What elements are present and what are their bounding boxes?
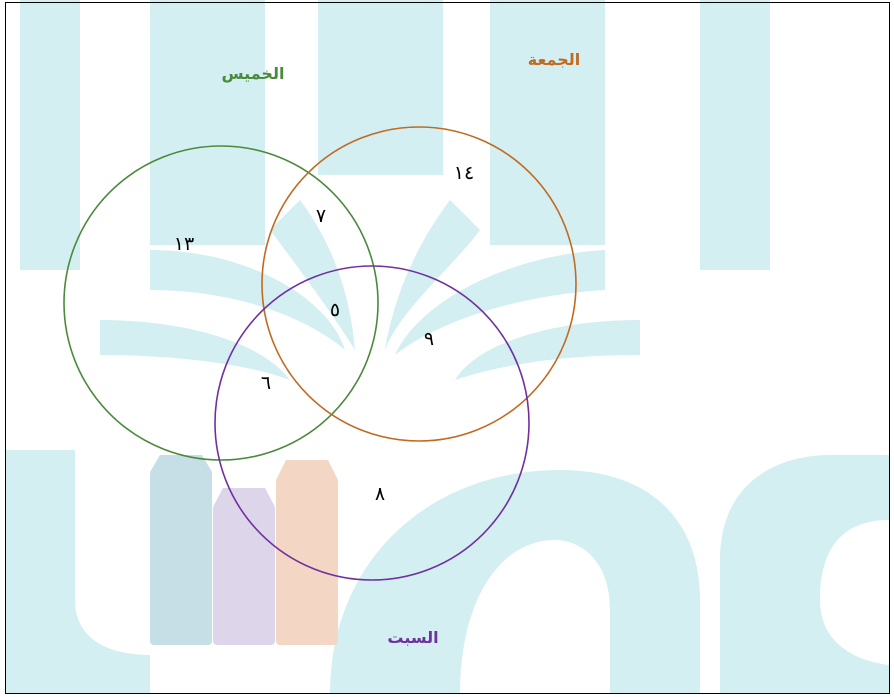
count-thursday-saturday: ٦ xyxy=(261,372,271,394)
watermark-bar xyxy=(20,0,80,270)
count-friday-only: ١٤ xyxy=(454,162,474,184)
watermark-book xyxy=(150,470,212,645)
watermark-swoosh xyxy=(330,470,700,694)
watermark-swoosh xyxy=(720,455,889,694)
watermark-ray xyxy=(100,320,290,380)
watermark-bar xyxy=(700,0,770,270)
circle-friday xyxy=(261,126,577,442)
watermark-ray xyxy=(270,200,355,350)
count-thursday-only: ١٣ xyxy=(174,233,194,255)
watermark-ray xyxy=(150,250,345,350)
watermark-book-top xyxy=(276,460,338,480)
watermark-swoosh xyxy=(5,450,150,694)
circle-saturday xyxy=(214,265,530,581)
watermark-book xyxy=(276,478,338,645)
watermark-book xyxy=(213,505,275,645)
watermark-bar xyxy=(490,0,605,245)
label-saturday: السبت xyxy=(387,628,438,647)
watermark-logo xyxy=(5,0,889,694)
watermark-bar xyxy=(150,0,265,245)
circle-thursday xyxy=(63,145,379,461)
count-friday-saturday: ٩ xyxy=(424,328,434,350)
label-friday: الجمعة xyxy=(528,50,580,69)
watermark-bar xyxy=(318,0,443,175)
watermark-ray xyxy=(455,320,640,380)
count-thursday-friday: ٧ xyxy=(316,205,326,227)
count-saturday-only: ٨ xyxy=(375,483,385,505)
watermark-book-top xyxy=(213,488,275,507)
watermark-ray xyxy=(395,250,605,355)
watermark-ray xyxy=(385,200,480,350)
count-all-three: ٥ xyxy=(330,299,340,321)
label-thursday: الخميس xyxy=(222,64,285,83)
watermark-book-top xyxy=(150,455,212,472)
